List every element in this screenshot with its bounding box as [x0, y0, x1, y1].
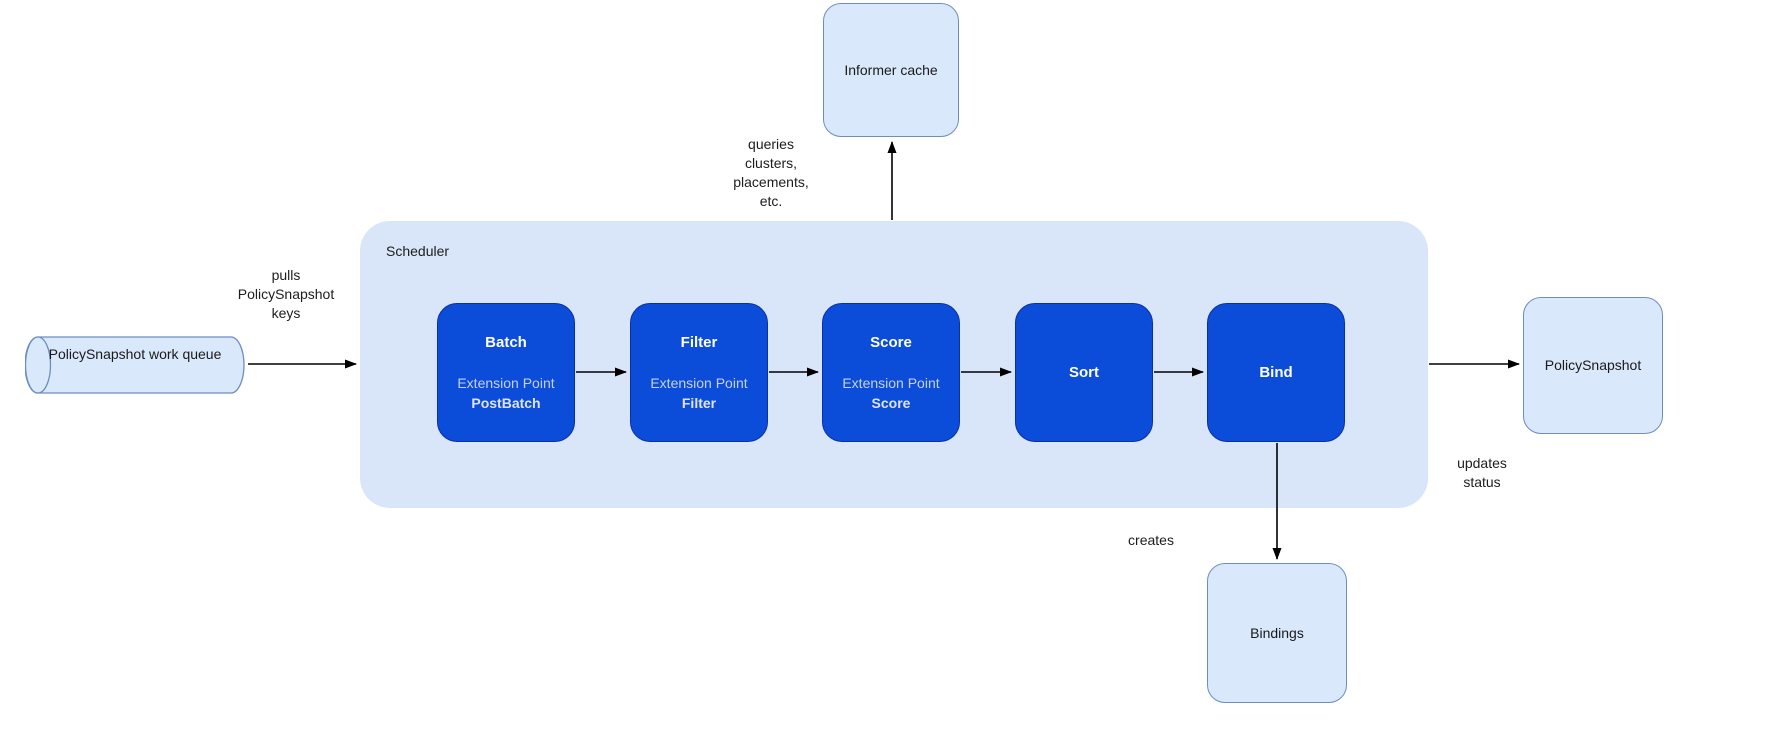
edge-label-creates: creates	[1128, 532, 1174, 548]
edge-label-queries-clusters: queries clusters, placements, etc.	[733, 136, 809, 209]
informer-cache-label: Informer cache	[844, 61, 938, 78]
stage-batch: Batch Extension Point PostBatch	[437, 303, 575, 442]
stage-filter-extension-point-label: Extension Point	[650, 375, 748, 391]
stage-sort: Sort	[1015, 303, 1153, 442]
stage-batch-title: Batch	[485, 334, 527, 351]
stage-bind-title: Bind	[1259, 363, 1293, 381]
stage-score-title: Score	[870, 334, 912, 351]
scheduler-label: Scheduler	[386, 243, 450, 259]
bindings-label: Bindings	[1250, 624, 1304, 641]
stage-filter: Filter Extension Point Filter	[630, 303, 768, 442]
stage-score-extension-name: Score	[871, 395, 911, 411]
stage-filter-title: Filter	[680, 334, 718, 351]
stage-batch-subtitle: Extension Point PostBatch	[457, 373, 554, 413]
node-bindings: Bindings	[1207, 563, 1347, 703]
stage-score-subtitle: Extension Point Score	[842, 373, 939, 413]
stage-batch-extension-point-label: Extension Point	[457, 375, 555, 391]
work-queue-cylinder-shape	[25, 336, 245, 394]
stage-score: Score Extension Point Score	[822, 303, 960, 442]
node-informer-cache: Informer cache	[823, 3, 959, 137]
edge-label-pulls-policysnapshot-keys: pulls PolicySnapshot keys	[237, 267, 335, 321]
policy-snapshot-label: PolicySnapshot	[1544, 357, 1642, 373]
node-policy-snapshot: PolicySnapshot	[1523, 297, 1663, 434]
stage-filter-extension-name: Filter	[681, 395, 717, 411]
stage-score-extension-point-label: Extension Point	[842, 375, 940, 391]
work-queue-label: PolicySnapshot work queue	[48, 346, 222, 362]
stage-sort-title: Sort	[1069, 363, 1099, 381]
stage-filter-subtitle: Extension Point Filter	[650, 373, 747, 413]
edge-label-updates-status: updates status	[1457, 455, 1507, 490]
stage-bind: Bind	[1207, 303, 1345, 442]
stage-batch-extension-name: PostBatch	[471, 395, 541, 411]
